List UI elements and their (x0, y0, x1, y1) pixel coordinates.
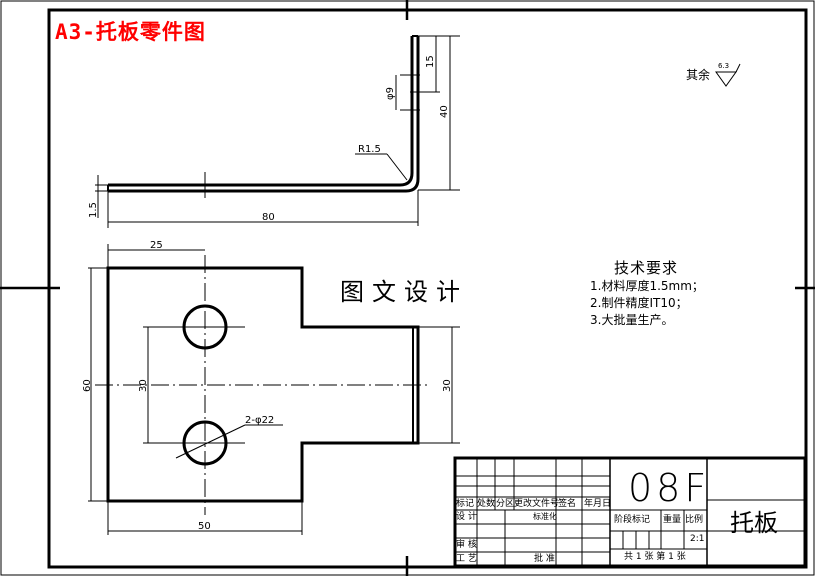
tb-scale-label: 比例 (685, 515, 704, 525)
tech-req-item: 1.材料厚度1.5mm； (590, 279, 704, 293)
technical-requirements: 技术要求 1.材料厚度1.5mm； 2.制件精度IT10； 3.大批量生产。 (590, 258, 704, 329)
tb-header-mark: 标记 (456, 499, 475, 509)
tb-scale-value: 2:1 (690, 534, 705, 544)
tech-req-title: 技术要求 (614, 259, 679, 277)
tech-req-item: 3.大批量生产。 (590, 313, 674, 327)
tb-part-name: 托板 (730, 509, 778, 537)
front-view: 25 50 2-φ22 60 30 30 (82, 240, 460, 535)
dim-phi9: φ9 (385, 87, 396, 100)
roughness-label: 其余 (686, 68, 711, 82)
dim-40: 40 (439, 105, 450, 118)
tb-sheets: 共 1 张 第 1 张 (624, 552, 686, 562)
title-block (453, 456, 807, 568)
drawing-title: A3-托板零件图 (55, 20, 206, 44)
tb-header-count: 处数 (477, 499, 496, 509)
tb-standardize: 标准化 (533, 512, 557, 521)
tb-review: 审 核 (456, 540, 477, 550)
tb-header-date: 年月日 (584, 499, 612, 509)
tech-req-item: 2.制件精度IT10； (590, 296, 688, 310)
dim-30-holes: 30 (138, 379, 149, 392)
tb-process: 工 艺 (456, 554, 477, 564)
dim-15: 15 (425, 55, 436, 68)
dim-30-tab: 30 (442, 379, 453, 392)
tb-header-zone: 分区 (496, 499, 515, 509)
dim-60: 60 (82, 379, 93, 392)
dim-80: 80 (262, 212, 275, 223)
dim-holes: 2-φ22 (245, 415, 274, 426)
watermark: 图文设计 (340, 278, 468, 306)
tb-header-change-doc: 更改文件号 (514, 499, 560, 509)
roughness-value: 6.3 (718, 62, 730, 70)
tb-design: 设 计 (456, 512, 477, 522)
tb-stage-mark: 阶段标记 (614, 515, 651, 525)
dim-r15: R1.5 (358, 144, 381, 155)
dim-thickness: 1.5 (88, 202, 99, 218)
top-view: 80 R1.5 15 40 φ9 1.5 (88, 35, 460, 228)
tb-approve: 批 准 (534, 554, 555, 564)
tb-material-code: 08F (628, 466, 711, 510)
dim-25: 25 (150, 240, 163, 251)
tb-header-signature: 签名 (558, 499, 577, 509)
tb-weight: 重量 (663, 515, 682, 525)
roughness-symbol-icon (715, 63, 741, 87)
dim-50: 50 (198, 521, 211, 532)
